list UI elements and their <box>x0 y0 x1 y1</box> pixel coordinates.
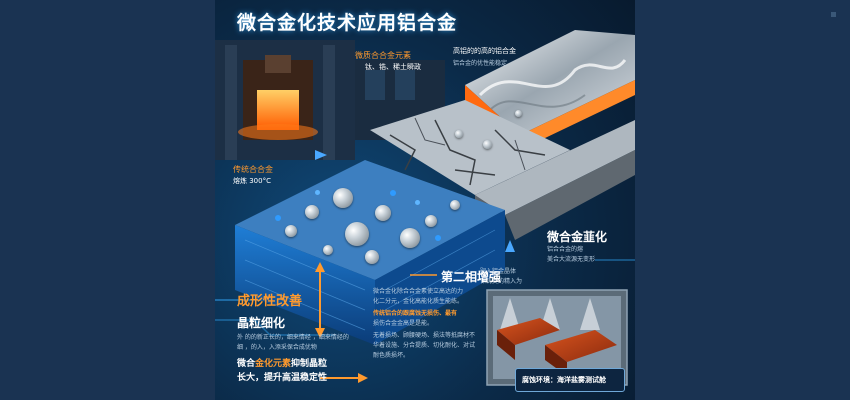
furnace-light <box>238 124 318 140</box>
hardening-title: 微合金韮化 <box>547 230 608 244</box>
ladle <box>265 55 291 73</box>
factory-column <box>225 45 237 160</box>
blue-arrow <box>315 150 327 160</box>
casting-title: 传统合合金 <box>233 165 273 174</box>
alloy-particle <box>305 205 319 219</box>
alloy-particle <box>450 200 460 210</box>
second-phase-desc-3: 损伤合金金高是是能。 <box>373 320 434 327</box>
arrow-head-up <box>315 262 325 272</box>
wavy-plate-swirl <box>489 94 586 111</box>
solute-dot <box>415 200 420 205</box>
solute-dot <box>315 190 320 195</box>
wavy-plate-swirl <box>478 59 627 97</box>
second-phase-heading: 第二相增强 <box>441 270 502 284</box>
bottom-text-part: 抑制晶粒 <box>291 359 328 369</box>
alloy-particle <box>400 228 420 248</box>
arrow-head-down <box>315 328 325 338</box>
bottom-statement-line-1: 微合金化元素抑制晶粒 <box>237 356 327 369</box>
page-title: 微合金化技术应用铝合金 <box>237 12 458 34</box>
second-phase-highlight: 传统铝合的跟腐蚀无损伤、最有 <box>373 310 458 317</box>
alloy-bar-side <box>505 150 635 240</box>
second-phase-desc-6: 耐色质损坏。 <box>373 352 410 359</box>
alloy-particle <box>375 205 391 221</box>
wavy-plate-top <box>465 30 635 135</box>
corrosion-caption: 腐蚀环境：海洋盐雾测试舱 <box>522 376 606 384</box>
illustration <box>215 30 635 386</box>
formability-heading: 成形性改善 <box>237 294 303 309</box>
element-subtitle: 钛、锆、稀土瞬政 <box>365 63 421 71</box>
wavy-plate-glow-front <box>520 80 635 150</box>
blue-arrow <box>505 240 515 252</box>
circuit-line <box>215 319 335 336</box>
mid-note-2: 保铸类的精入为 <box>480 278 523 285</box>
second-phase-desc-4: 无着损场、顾腰硬场、损法等抵腐材不 <box>373 332 476 339</box>
alloy-particle <box>365 250 379 264</box>
spray-mist <box>500 298 600 330</box>
crack-line <box>414 117 526 171</box>
grain-block-side <box>375 210 505 345</box>
alloy-particle <box>333 188 353 208</box>
bottom-statement-line-2: 长大，提升高温稳定性 <box>237 373 328 383</box>
grain-description-2: 细 ，的入，入添采保合成优物 <box>237 344 317 351</box>
furnace-glow <box>257 90 299 130</box>
solute-dot <box>390 190 396 196</box>
hardening-subtitle-2: 美合大流源无变形 <box>547 256 596 263</box>
factory-column <box>323 45 335 160</box>
alloy-particle <box>345 222 369 246</box>
element-title: 微质合合金元素 <box>355 51 411 60</box>
corner-square-icon <box>831 12 836 17</box>
top-right-title: 高铝的的高的铝合金 <box>453 47 516 55</box>
alloy-particle <box>285 225 297 237</box>
second-phase-desc-2: 化二分元，金化高能化质生能练。 <box>373 298 464 305</box>
hardening-subtitle-1: 铝合合金的熔 <box>547 246 584 253</box>
rust-sample-left-side <box>497 330 515 360</box>
cracked-plate-top <box>370 100 570 195</box>
rust-sample-left <box>497 318 560 345</box>
solute-dot <box>435 235 441 241</box>
alloy-particle <box>425 215 437 227</box>
arrow-head-right <box>358 373 368 383</box>
alloy-particle <box>483 140 492 149</box>
grain-block-top <box>235 160 505 280</box>
bottom-text-part: 微合 <box>237 359 256 369</box>
bottom-text-highlight: 金化元素 <box>255 359 292 369</box>
grain-refinement-heading: 晶粒细化 <box>237 316 286 330</box>
crack-line <box>389 119 546 186</box>
infographic-panel: 微合金化技术应用铝合金 微质合合金元素 钛、锆、稀土瞬政 高铝的的高的铝合金 铝… <box>215 0 635 400</box>
rust-sample-right <box>545 330 617 362</box>
grain-texture <box>244 229 496 331</box>
mid-note-1: 嗣入铝金晶体 <box>480 268 517 275</box>
solute-dot <box>275 215 281 221</box>
right-sidebar <box>635 0 850 400</box>
second-phase-desc-5: 华着设施、分合提质、切化耐化、对试 <box>373 342 476 349</box>
alloy-particle <box>455 130 463 138</box>
corrosion-caption-box: 腐蚀环境：海洋盐雾测试舱 <box>515 368 625 392</box>
casting-subtitle: 熔炼 300°C <box>233 177 271 185</box>
alloy-particle <box>323 245 333 255</box>
grain-description-1: 外 的的新正长的，细来情经 ，细来情经的 <box>237 334 349 341</box>
left-sidebar <box>0 0 215 400</box>
alloy-particle <box>515 110 522 117</box>
hall-window <box>365 70 385 100</box>
top-right-subtitle: 铝合金的优性能稳定 <box>453 60 508 67</box>
alloy-bar-top <box>475 120 635 215</box>
second-phase-desc-1: 微合金化除合合金素使立高达的力 <box>373 288 464 295</box>
hall-window <box>395 70 415 100</box>
